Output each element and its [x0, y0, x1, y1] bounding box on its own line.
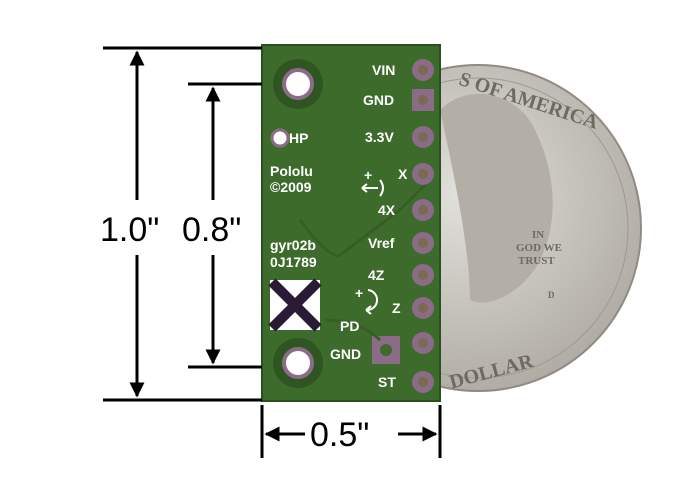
- pin-label: Vref: [368, 235, 395, 251]
- pin-hole: [418, 132, 428, 142]
- pin-hole: [418, 65, 428, 75]
- coin-mint-mark: D: [548, 290, 555, 300]
- label-gnd-bottom: GND: [330, 346, 361, 362]
- pin-hole: [418, 338, 428, 348]
- pin-label: X: [398, 166, 408, 182]
- pin-hole: [418, 377, 428, 387]
- pin-label: Z: [392, 300, 401, 316]
- x-mark: [268, 278, 322, 332]
- label-part: gyr02b: [270, 237, 316, 253]
- dimension-label-height: 1.0": [100, 211, 159, 249]
- gyro-board: VIN GND 3.3V X 4X Vref 4Z Z PD ST HP Pololu ©2009…: [261, 44, 441, 402]
- pin-label: 4X: [378, 202, 396, 218]
- label-plus-x: +: [364, 167, 372, 183]
- label-plus-z: +: [355, 285, 363, 301]
- pin-label: 4Z: [368, 267, 385, 283]
- z-axis-rotation-icon: [365, 289, 378, 315]
- label-brand: Pololu: [270, 163, 313, 179]
- x-axis-rotation-icon: [361, 179, 384, 197]
- dimension-label-width: 0.5": [310, 416, 369, 454]
- label-hp: HP: [289, 130, 308, 146]
- pin-hole: [418, 270, 428, 280]
- coin-motto-2: GOD WE: [516, 242, 562, 254]
- pin-hole: [418, 205, 428, 215]
- pin-label: GND: [363, 92, 394, 108]
- coin-motto-1: IN: [532, 229, 544, 241]
- dimension-label-hole-spacing: 0.8": [182, 211, 241, 249]
- pin-label: PD: [340, 318, 359, 334]
- label-copyright: ©2009: [270, 179, 312, 195]
- label-serial: 0J1789: [270, 254, 317, 270]
- pin-hole: [418, 169, 428, 179]
- dimension-annotations: [103, 46, 442, 458]
- pin-label: VIN: [372, 62, 395, 78]
- pin-label: 3.3V: [365, 129, 394, 145]
- coin-motto-3: TRUST: [518, 255, 555, 267]
- pin-hole: [418, 238, 428, 248]
- pin-label: ST: [378, 374, 396, 390]
- pin-hole: [418, 95, 428, 105]
- pin-hole: [418, 303, 428, 313]
- washington-portrait: [440, 93, 553, 303]
